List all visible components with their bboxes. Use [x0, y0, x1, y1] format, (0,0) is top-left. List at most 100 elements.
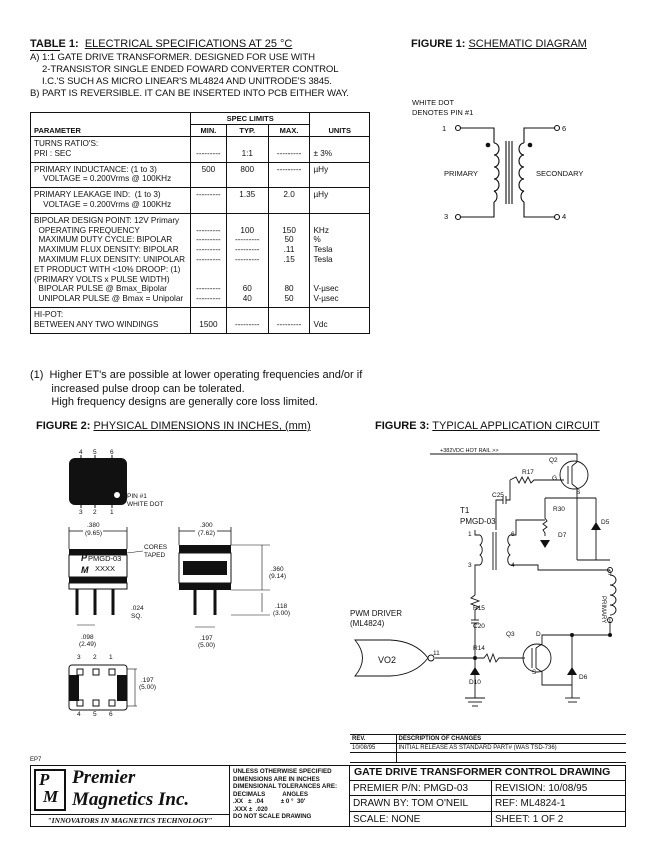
svg-text:D7: D7: [558, 532, 567, 539]
reference: REF: ML4824-1: [495, 798, 566, 809]
col-typ: TYP.: [225, 124, 269, 137]
svg-text:4: 4: [77, 711, 81, 718]
spec-row: BIPOLAR DESIGN POINT: 12V Primary OPERAT…: [30, 212, 370, 308]
spec-cell-min: ------------------------------------ ---…: [189, 212, 227, 308]
spec-cell-max: ---------: [267, 136, 311, 163]
svg-text:Q2: Q2: [549, 457, 558, 464]
svg-text:1: 1: [110, 509, 114, 516]
svg-text:XXXX: XXXX: [95, 564, 115, 573]
svg-text:.360: .360: [271, 566, 284, 573]
svg-text:S: S: [532, 669, 537, 676]
part-number: PREMIER P/N: PMGD-03: [350, 780, 492, 795]
secondary-dot-icon: [527, 142, 533, 148]
svg-text:PMGD-03: PMGD-03: [88, 554, 121, 563]
title-block: [30, 765, 626, 827]
spec-row: PRIMARY LEAKAGE IND: (1 to 3) VOLTAGE = …: [30, 187, 370, 214]
col-min: MIN.: [189, 124, 227, 137]
spec-cell-typ: 800: [225, 161, 269, 189]
spec-cell-max: 2.0: [267, 187, 311, 214]
desc-col: DESCRIPTION OF CHANGES: [396, 734, 626, 744]
scale: SCALE: NONE: [350, 811, 492, 827]
svg-text:3: 3: [468, 562, 472, 569]
svg-text:C20: C20: [473, 623, 485, 630]
svg-text:3: 3: [79, 509, 83, 516]
row-scale: SCALE: NONE SHEET: 1 OF 2: [350, 811, 626, 827]
svg-text:(9.65): (9.65): [85, 530, 102, 537]
spec-cell-units: µHy: [309, 187, 370, 214]
svg-text:D5: D5: [601, 519, 610, 526]
rev-desc: INITIAL RELEASE AS STANDARD PART# (WAS T…: [396, 743, 626, 753]
svg-text:.380: .380: [87, 522, 100, 529]
svg-text:SQ.: SQ.: [131, 613, 142, 620]
svg-text:S: S: [576, 489, 581, 496]
col-parameter: PARAMETER: [30, 112, 191, 137]
svg-text:C25: C25: [492, 492, 504, 499]
svg-text:R30: R30: [553, 506, 565, 513]
svg-text:DENOTES PIN #1: DENOTES PIN #1: [412, 108, 473, 117]
svg-text:3: 3: [608, 570, 612, 577]
svg-text:PRIMARY: PRIMARY: [600, 596, 606, 623]
spec-cell-max: ---------: [267, 306, 311, 334]
svg-text:2: 2: [93, 509, 97, 516]
svg-text:(5.00): (5.00): [139, 684, 156, 691]
svg-text:6: 6: [511, 531, 515, 538]
svg-text:.024: .024: [131, 605, 144, 612]
spec-cell-min: 500: [189, 161, 227, 189]
svg-text:R14: R14: [473, 645, 485, 652]
svg-text:6: 6: [109, 711, 113, 718]
col-spec-limits: SPEC LIMITS: [189, 112, 311, 125]
svg-text:D6: D6: [579, 674, 588, 681]
svg-text:.197: .197: [141, 677, 154, 684]
spec-cell-param: TURNS RATIO'S:PRI : SEC: [30, 136, 191, 163]
svg-text:1: 1: [608, 618, 612, 625]
svg-text:11: 11: [433, 650, 440, 657]
svg-text:+382VDC HOT RAIL >>: +382VDC HOT RAIL >>: [440, 448, 499, 454]
svg-text:Q3: Q3: [506, 631, 515, 638]
svg-text:5: 5: [93, 449, 97, 456]
svg-text:PIN #1: PIN #1: [127, 493, 147, 500]
spec-cell-units: ± 3%: [309, 136, 370, 163]
rev-date: 10/08/95: [350, 743, 397, 753]
spec-row: HI-POT:BETWEEN ANY TWO WINDINGS 1500 ---…: [30, 306, 370, 334]
svg-text:.197: .197: [200, 635, 213, 642]
svg-text:PMGD-03: PMGD-03: [460, 517, 496, 526]
spec-cell-typ: 1:1: [225, 136, 269, 163]
spec-cell-units: Vdc: [309, 306, 370, 334]
svg-text:.118: .118: [275, 603, 288, 610]
figure3-title: FIGURE 3: TYPICAL APPLICATION CIRCUIT: [375, 420, 600, 432]
svg-text:1: 1: [109, 654, 113, 661]
svg-text:4: 4: [511, 562, 515, 569]
svg-text:1: 1: [468, 531, 472, 538]
svg-text:3: 3: [77, 654, 81, 661]
spec-cell-param: HI-POT:BETWEEN ANY TWO WINDINGS: [30, 306, 191, 334]
spec-cell-min: 1500: [189, 306, 227, 334]
figure2-title: FIGURE 2: PHYSICAL DIMENSIONS IN INCHES,…: [36, 420, 311, 432]
svg-text:(9.14): (9.14): [269, 573, 286, 580]
table1-title: TABLE 1: ELECTRICAL SPECIFICATIONS AT 25…: [30, 38, 293, 50]
spec-cell-param: PRIMARY LEAKAGE IND: (1 to 3) VOLTAGE = …: [30, 187, 191, 214]
figure1-title: FIGURE 1: SCHEMATIC DIAGRAM: [411, 38, 587, 50]
svg-text:6: 6: [110, 449, 114, 456]
svg-text:4: 4: [79, 449, 83, 456]
svg-text:R15: R15: [473, 605, 485, 612]
primary-dot-icon: [485, 142, 491, 148]
schematic-diagram: WHITE DOT DENOTES PIN #1 1 3 6 4 PRIMARY…: [412, 98, 583, 221]
sheet-code: EP7: [30, 757, 42, 763]
svg-text:(2.49): (2.49): [79, 641, 96, 648]
svg-text:(ML4824): (ML4824): [350, 619, 385, 628]
svg-text:TAPED: TAPED: [144, 552, 165, 559]
drawn-by: DRAWN BY: TOM O'NEIL: [350, 796, 492, 811]
spec-cell-typ: ---------: [225, 306, 269, 334]
svg-text:M: M: [81, 565, 89, 575]
row-part: PREMIER P/N: PMGD-03 REVISION: 10/08/95: [350, 780, 626, 796]
rev-col: REV.: [350, 734, 397, 744]
svg-text:CORES: CORES: [144, 544, 168, 551]
svg-text:PWM DRIVER: PWM DRIVER: [350, 609, 402, 618]
svg-text:5: 5: [93, 711, 97, 718]
svg-text:R17: R17: [522, 469, 534, 476]
spec-cell-typ: 1.35: [225, 187, 269, 214]
svg-text:(3.00): (3.00): [273, 610, 290, 617]
